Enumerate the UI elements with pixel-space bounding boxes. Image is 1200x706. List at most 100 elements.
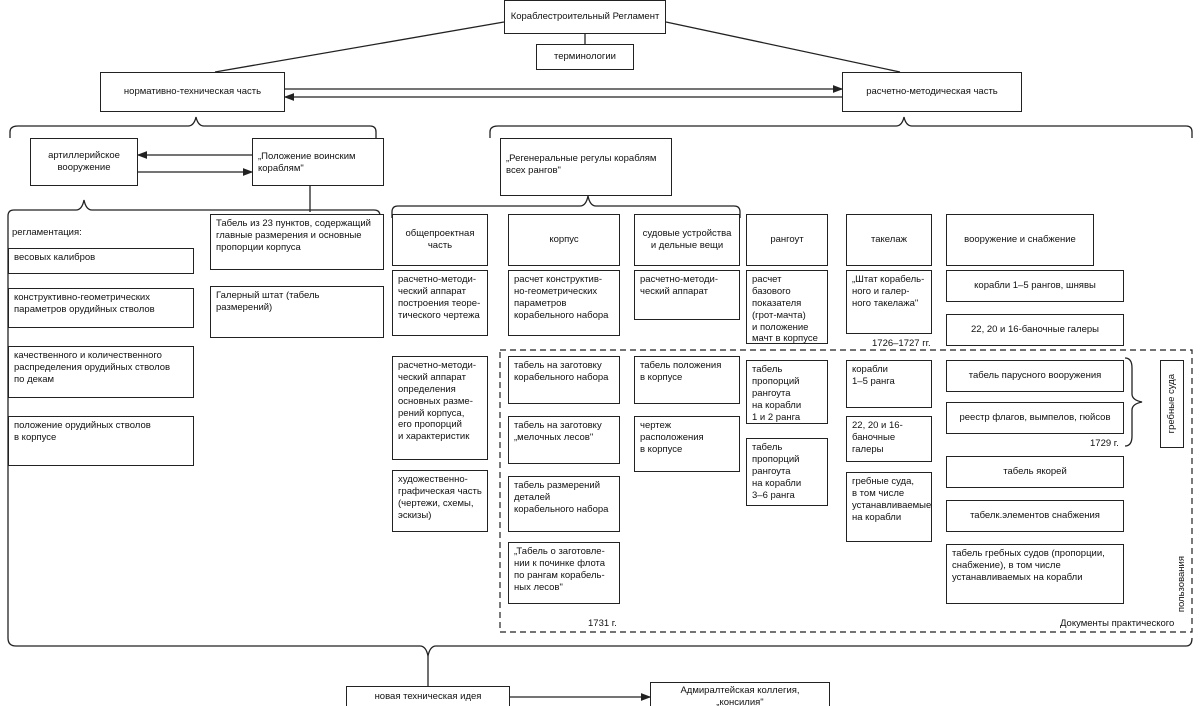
armament-item-5-text: табелк.элементов снабжения (970, 510, 1100, 522)
normative-part-text: нормативно-техническая часть (123, 86, 262, 98)
method-part-box: расчетно-методическая часть (842, 72, 1022, 112)
hull-item-4-text: „Табель о заготовле- нии к починке флота… (514, 546, 606, 593)
regulation-text: Кораблестроительный Регламент (510, 11, 660, 23)
table23-box: Табель из 23 пунктов, содержащий главные… (210, 214, 384, 270)
project-item-2-text: художественно- графическая часть (чертеж… (398, 474, 482, 521)
method-part-text: расчетно-методическая часть (866, 86, 998, 98)
devices-item-1-text: табель положения в корпусе (640, 360, 722, 383)
armament-item-3: реестр флагов, вымпелов, гюйсов (946, 402, 1124, 434)
rigging-item-0: „Штат корабель- ного и галер- ного такел… (846, 270, 932, 334)
rigging-item-2-text: 22, 20 и 16- баночные галеры (852, 420, 903, 455)
hull-item-3-text: табель размерений деталей корабельного н… (514, 480, 609, 515)
rangout-item-0: расчет базового показателя (грот-мачта) … (746, 270, 828, 344)
hull-item-2-text: табель на заготовку „мелочных лесов" (514, 420, 602, 443)
rangout-item-2-text: табель пропорций рангоута на корабли 3–6… (752, 442, 802, 501)
col-armament-box: вооружение и снабжение (946, 214, 1094, 266)
left-item-1: конструктивно-геометрических параметров … (8, 288, 194, 328)
hull-item-2: табель на заготовку „мелочных лесов" (508, 416, 620, 464)
armament-item-1: 22, 20 и 16-баночные галеры (946, 314, 1124, 346)
armament-item-2-text: табель парусного вооружения (968, 370, 1102, 382)
admiralty-college-text: Адмиралтейская коллегия, „консилия" (680, 685, 800, 706)
left-item-0: весовых калибров (8, 248, 194, 274)
usage-label: пользования (1176, 556, 1187, 613)
rigging-item-2: 22, 20 и 16- баночные галеры (846, 416, 932, 462)
devices-item-0: расчетно-методи- ческий аппарат (634, 270, 740, 320)
project-item-1-text: расчетно-методи- ческий аппарат определе… (398, 360, 477, 443)
armament-item-1-text: 22, 20 и 16-баночные галеры (971, 324, 1099, 336)
col-hull-text: корпус (549, 234, 579, 246)
project-item-1: расчетно-методи- ческий аппарат определе… (392, 356, 488, 460)
armament-item-6-text: табель гребных судов (пропорции, снабжен… (952, 548, 1105, 583)
armament-item-3-text: реестр флагов, вымпелов, гюйсов (959, 412, 1111, 424)
position-text: „Положение воинским кораблям" (258, 151, 356, 174)
armament-item-4-text: табель якорей (1003, 466, 1067, 478)
col-hull-box: корпус (508, 214, 620, 266)
project-item-0: расчетно-методи- ческий аппарат построен… (392, 270, 488, 336)
year-1726: 1726–1727 гг. (872, 338, 931, 349)
rowing-boats-text: гребные суда (1166, 374, 1178, 434)
armament-item-4: табель якорей (946, 456, 1124, 488)
col-project-text: общепроектная часть (405, 228, 475, 251)
new-idea-box: новая техническая идея (346, 686, 510, 706)
left-item-3-text: положение орудийных стволов в корпусе (14, 420, 151, 443)
year-1729: 1729 г. (1090, 438, 1119, 449)
devices-item-1: табель положения в корпусе (634, 356, 740, 404)
galley-staff-box: Галерный штат (табель размерений) (210, 286, 384, 338)
rowing-boats-box: гребные суда (1160, 360, 1184, 448)
armament-item-6: табель гребных судов (пропорции, снабжен… (946, 544, 1124, 604)
devices-item-2: чертеж расположения в корпусе (634, 416, 740, 472)
rigging-item-1-text: корабли 1–5 ранга (852, 364, 895, 387)
col-rangout-text: рангоут (770, 234, 804, 246)
left-item-0-text: весовых калибров (14, 252, 96, 263)
hull-item-1: табель на заготовку корабельного набора (508, 356, 620, 404)
project-item-0-text: расчетно-методи- ческий аппарат построен… (398, 274, 481, 321)
armament-item-0-text: корабли 1–5 рангов, шнявы (974, 280, 1096, 292)
galley-staff-text: Галерный штат (табель размерений) (216, 290, 320, 313)
left-item-3: положение орудийных стволов в корпусе (8, 416, 194, 466)
regulation-label: регламентация: (12, 227, 82, 238)
left-item-1-text: конструктивно-геометрических параметров … (14, 292, 155, 315)
hull-item-4: „Табель о заготовле- нии к починке флота… (508, 542, 620, 604)
normative-part-box: нормативно-техническая часть (100, 72, 285, 112)
rangout-item-1-text: табель пропорций рангоута на корабли 1 и… (752, 364, 802, 423)
devices-item-0-text: расчетно-методи- ческий аппарат (640, 274, 719, 297)
artillery-box: артиллерийское вооружение (30, 138, 138, 186)
col-armament-text: вооружение и снабжение (964, 234, 1076, 246)
left-item-2-text: качественного и количественного распреде… (14, 350, 171, 385)
position-box: „Положение воинским кораблям" (252, 138, 384, 186)
year-1731: 1731 г. (588, 618, 617, 629)
terminology-text: терминологии (554, 51, 616, 63)
rangout-item-1: табель пропорций рангоута на корабли 1 и… (746, 360, 828, 424)
rigging-item-1: корабли 1–5 ранга (846, 360, 932, 408)
armament-item-5: табелк.элементов снабжения (946, 500, 1124, 532)
rigging-item-3: гребные суда, в том числе устанавливаемы… (846, 472, 932, 542)
table23-text: Табель из 23 пунктов, содержащий главные… (216, 218, 371, 253)
regulation-box: Кораблестроительный Регламент (504, 0, 666, 34)
general-regulations-box: „Регенеральные регулы кораблям всех ранг… (500, 138, 672, 196)
col-rigging-box: такелаж (846, 214, 932, 266)
col-devices-box: судовые устройства и дельные вещи (634, 214, 740, 266)
col-devices-text: судовые устройства и дельные вещи (642, 228, 732, 251)
hull-item-0: расчет конструктив- но-геометрических па… (508, 270, 620, 336)
rigging-item-3-text: гребные суда, в том числе устанавливаемы… (852, 476, 932, 523)
col-rangout-box: рангоут (746, 214, 828, 266)
hull-item-0-text: расчет конструктив- но-геометрических па… (514, 274, 609, 321)
practical-docs-label: Документы практического (1060, 618, 1175, 629)
rangout-item-0-text: расчет базового показателя (грот-мачта) … (752, 274, 818, 345)
armament-item-0: корабли 1–5 рангов, шнявы (946, 270, 1124, 302)
artillery-text: артиллерийское вооружение (48, 150, 120, 173)
rigging-item-0-text: „Штат корабель- ного и галер- ного такел… (852, 274, 925, 309)
terminology-box: терминологии (536, 44, 634, 70)
col-rigging-text: такелаж (871, 234, 907, 246)
left-item-2: качественного и количественного распреде… (8, 346, 194, 398)
hull-item-3: табель размерений деталей корабельного н… (508, 476, 620, 532)
general-regulations-text: „Регенеральные регулы кораблям всех ранг… (506, 153, 657, 176)
project-item-2: художественно- графическая часть (чертеж… (392, 470, 488, 532)
hull-item-1-text: табель на заготовку корабельного набора (514, 360, 609, 383)
devices-item-2-text: чертеж расположения в корпусе (640, 420, 704, 455)
col-project-box: общепроектная часть (392, 214, 488, 266)
new-idea-text: новая техническая идея (374, 691, 482, 703)
rangout-item-2: табель пропорций рангоута на корабли 3–6… (746, 438, 828, 506)
admiralty-college-box: Адмиралтейская коллегия, „консилия" (650, 682, 830, 706)
